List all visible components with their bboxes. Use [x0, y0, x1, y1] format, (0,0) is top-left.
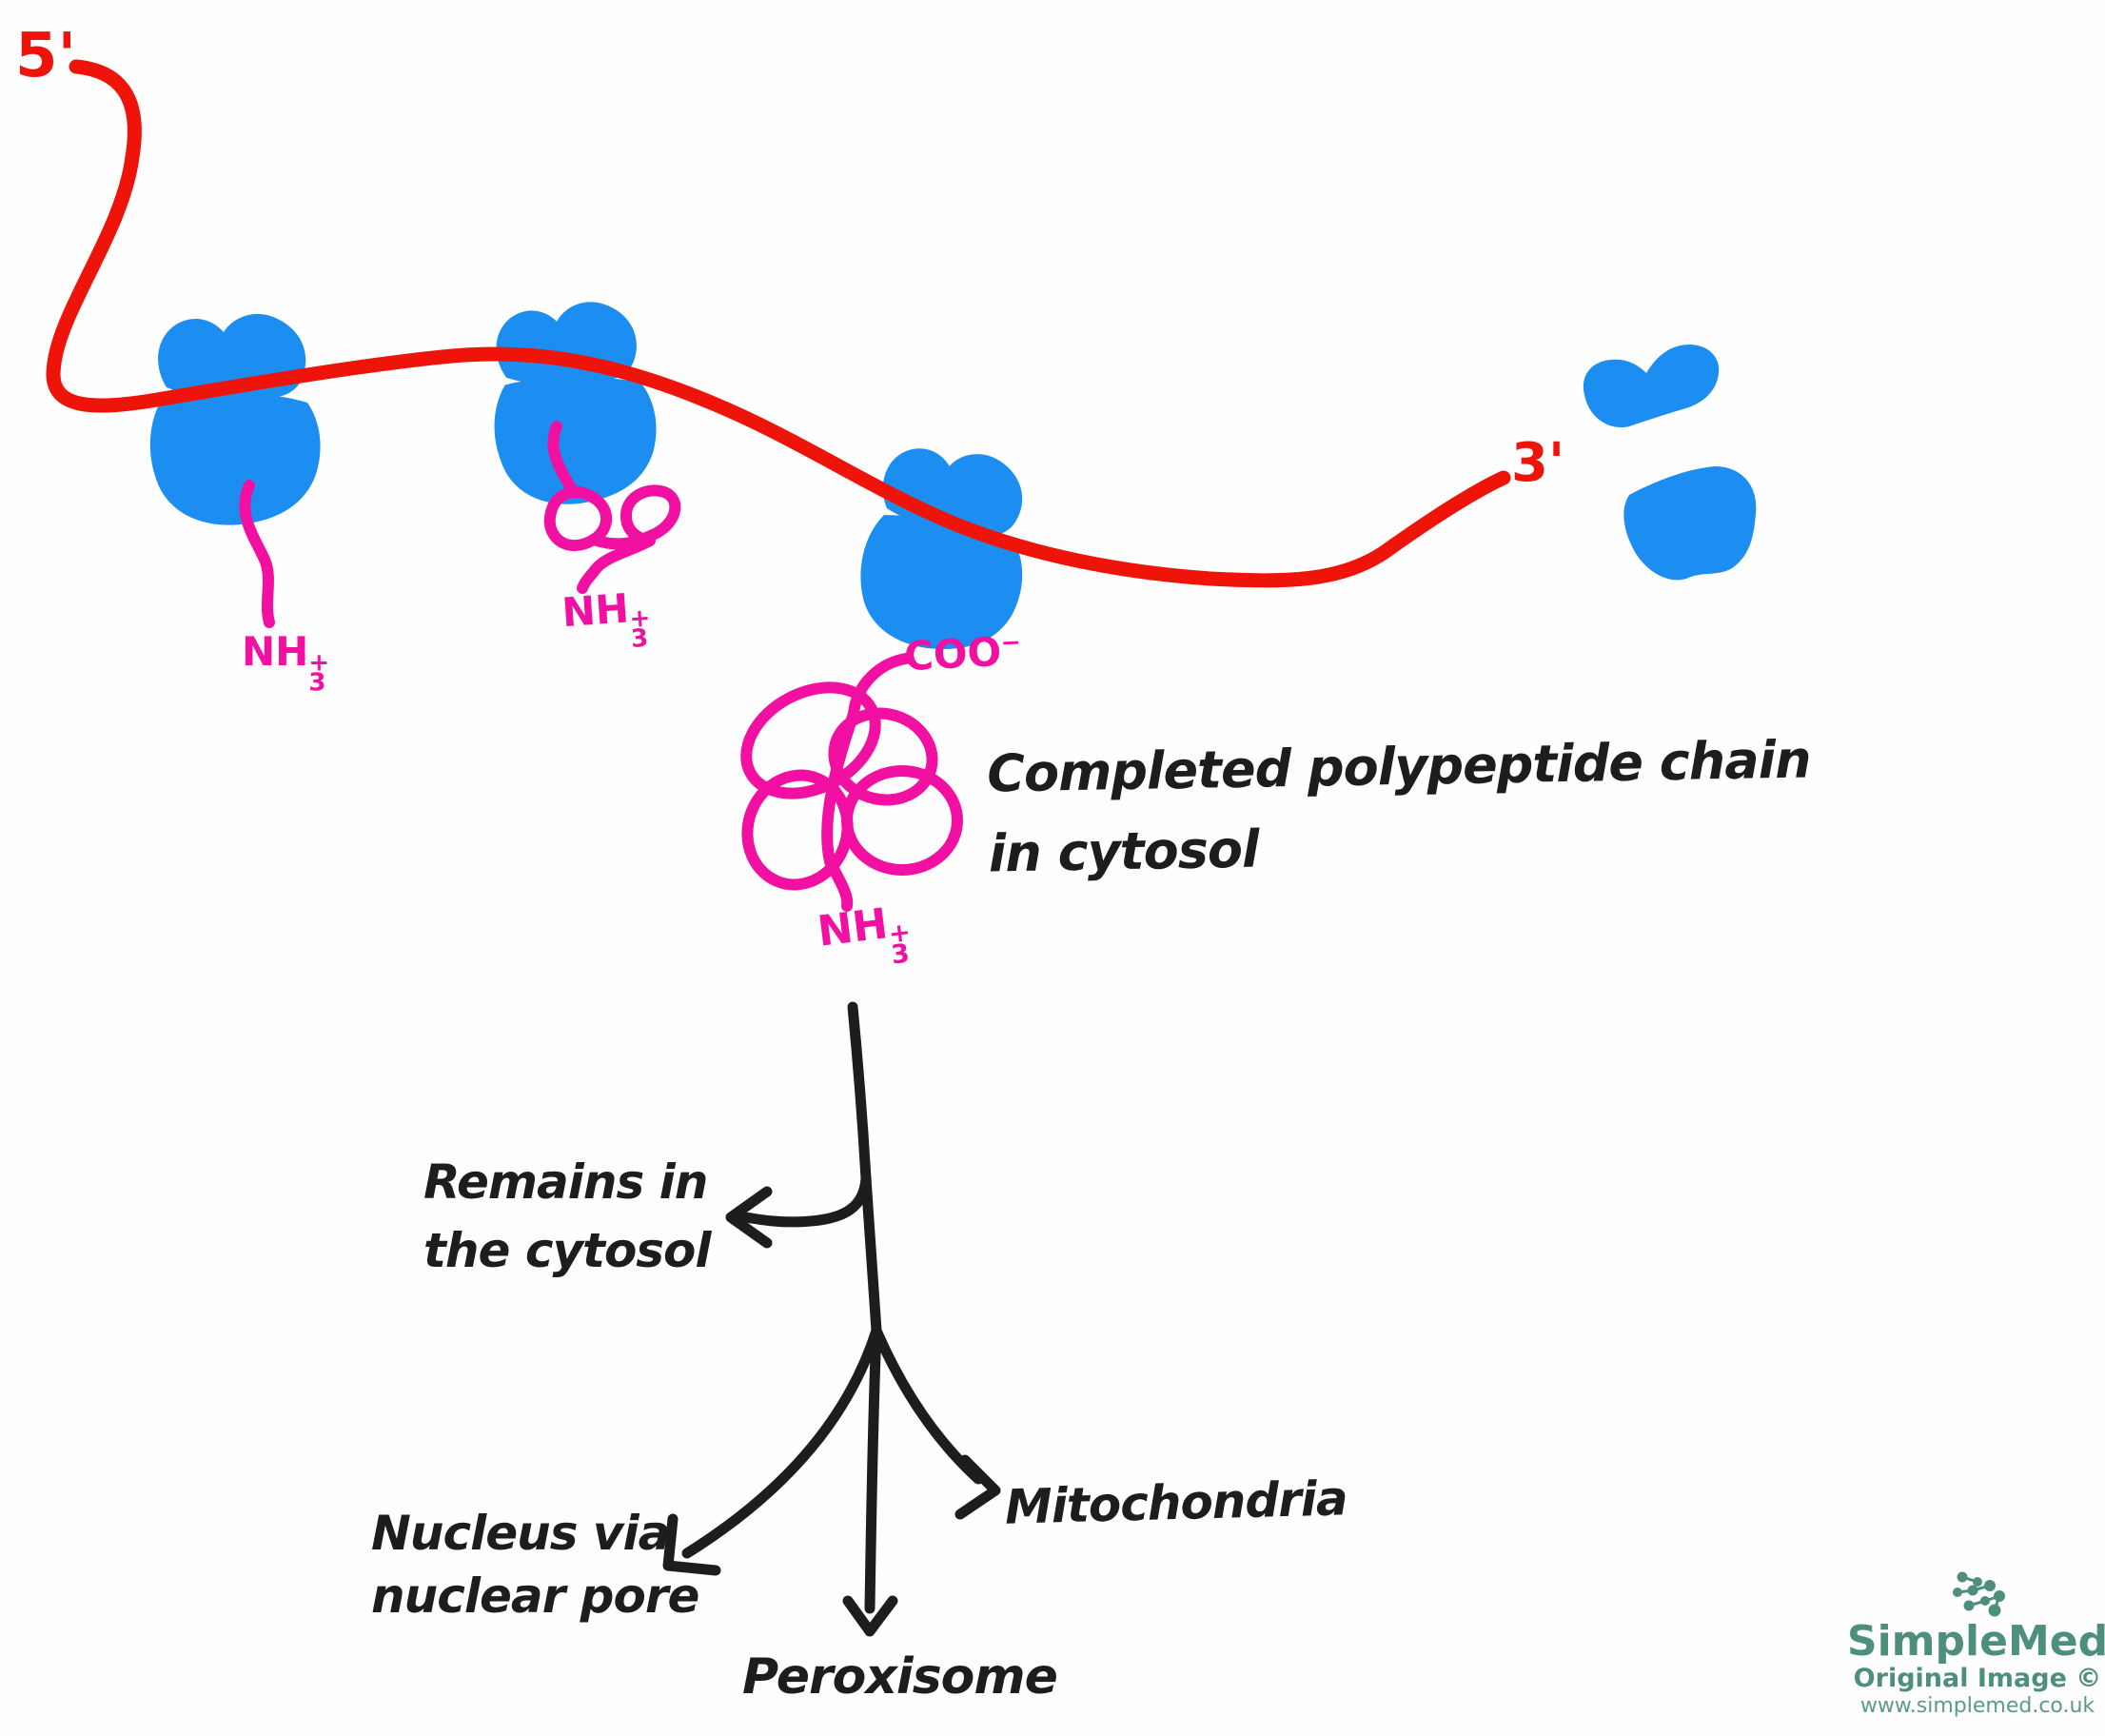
- destination-nucleus-line2: nuclear pore: [371, 1568, 699, 1624]
- molecule-icon: [1953, 1571, 2005, 1617]
- watermark-caption: Original Image ©: [1853, 1664, 2102, 1693]
- arrowhead-mitochondria-icon: [954, 1454, 1001, 1520]
- arrow-nucleus: [681, 1325, 882, 1559]
- nascent-peptide-2: [543, 421, 681, 594]
- arrowhead-cytosol-icon: [725, 1186, 773, 1249]
- nh-base: NH: [560, 584, 631, 637]
- arrow-peroxisome: [864, 1325, 882, 1614]
- watermark-url: www.simplemed.co.uk: [1859, 1694, 2095, 1718]
- coo-minus: −: [999, 627, 1022, 657]
- arrow-cytosol: [735, 1173, 872, 1228]
- nh-stack: +3: [629, 604, 653, 655]
- nh-base: NH: [242, 628, 309, 675]
- arrowhead-peroxisome-icon: [842, 1595, 898, 1637]
- five-prime-label: 5': [15, 21, 77, 91]
- watermark: SimpleMed Original Image © www.simplemed…: [1844, 1568, 2105, 1719]
- three-prime-label: 3': [1511, 432, 1565, 494]
- ribosome-1: [149, 313, 321, 525]
- destination-cytosol-line2: the cytosol: [423, 1223, 712, 1278]
- diagram-title-line1: Completed polypeptide chain: [986, 729, 1812, 804]
- carboxy-terminus-label: COO−: [903, 627, 1023, 680]
- destination-nucleus-label: Nucleus via nuclear pore: [371, 1502, 699, 1628]
- arrowhead-nucleus-icon: [662, 1513, 721, 1576]
- nh-three: 3: [630, 624, 650, 655]
- coo-base: COO: [902, 627, 1003, 681]
- destination-nucleus-line1: Nucleus via: [371, 1506, 670, 1561]
- nh-stack: +3: [308, 648, 330, 699]
- mrna-strand: [46, 59, 1511, 588]
- free-large-subunit-icon: [1623, 466, 1757, 581]
- watermark-brand: SimpleMed: [1846, 1617, 2105, 1666]
- ribosomes: [149, 297, 1757, 663]
- destination-cytosol-line1: Remains in: [423, 1154, 708, 1210]
- nh-three: 3: [889, 938, 912, 971]
- polypeptides: [239, 421, 963, 912]
- nh-plus: +: [308, 648, 330, 678]
- trunk-line: [847, 1001, 882, 1336]
- destination-peroxisome-label: Peroxisome: [742, 1648, 1058, 1706]
- ribosome-2: [485, 297, 661, 509]
- destination-mitochondria-label: Mitochondria: [1004, 1470, 1348, 1535]
- destination-cytosol-label: Remains in the cytosol: [423, 1148, 712, 1285]
- nh-three: 3: [308, 669, 326, 699]
- diagram-title: Completed polypeptide chain in cytosol: [987, 720, 1813, 894]
- nh-base: NH: [815, 899, 891, 957]
- free-small-subunit-icon: [1583, 345, 1720, 428]
- amino-terminus-label-1: NH+3: [242, 628, 329, 696]
- nascent-peptide-1: [239, 480, 275, 628]
- sorting-arrows: [662, 1001, 1001, 1637]
- amino-terminus-label-2: NH+3: [560, 583, 653, 655]
- amino-terminus-label-3: NH+3: [815, 897, 914, 971]
- diagram-title-line2: in cytosol: [988, 819, 1259, 884]
- completed-polypeptide: [740, 653, 963, 912]
